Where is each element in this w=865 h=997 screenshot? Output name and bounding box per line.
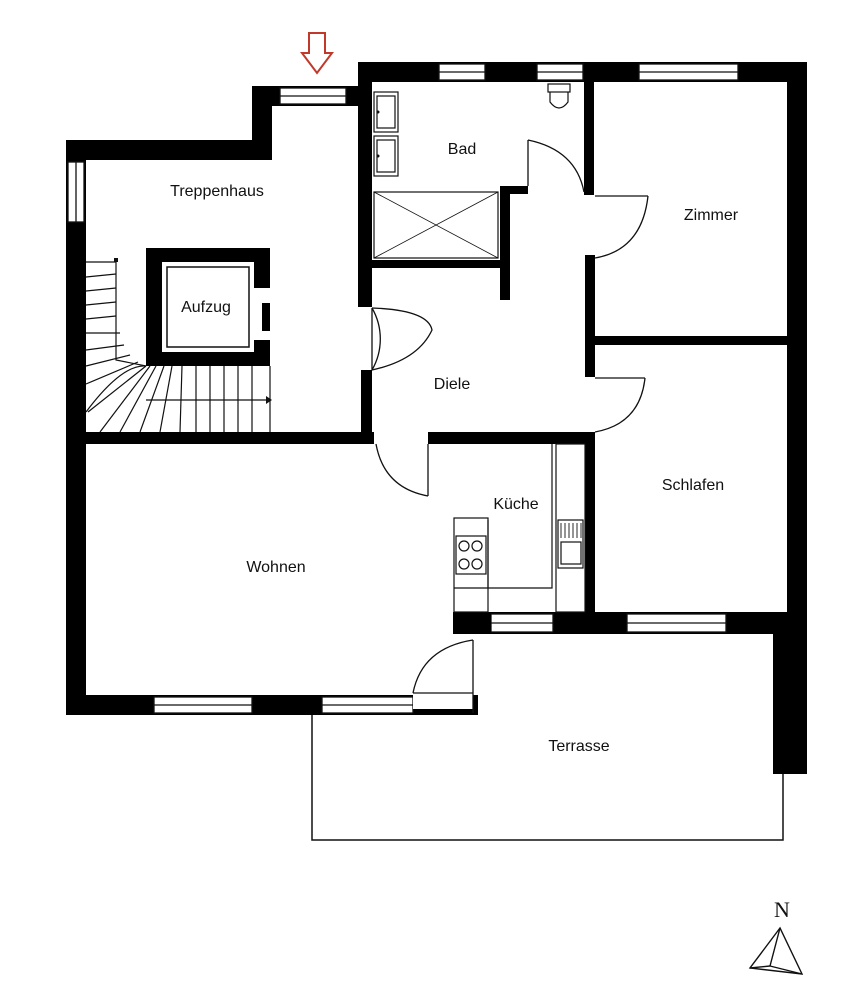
stair-step-13: [159, 365, 173, 433]
burner-3: [458, 558, 470, 570]
terrace-outline: [311, 715, 784, 841]
walls: [66, 62, 807, 774]
room-label-zimmer: Zimmer: [684, 207, 739, 224]
wall-stair-diele: [361, 370, 372, 440]
room-label-aufzug: Aufzug: [181, 299, 231, 316]
wall-bad-bottom: [372, 260, 502, 268]
windows: [67, 63, 739, 714]
kitchen-counter-south: [487, 444, 553, 589]
door-bad-arc: [527, 139, 585, 193]
washbasin-2-bowl: [376, 139, 396, 173]
stair-step-3: [85, 301, 117, 306]
west-wall: [66, 140, 86, 705]
wall-bad-east-lower: [500, 186, 510, 300]
burner-1: [458, 540, 470, 552]
doors: [371, 139, 649, 694]
compass-base-left: [749, 965, 771, 969]
wall-stair-bad: [358, 62, 372, 307]
terrace-door-opening: [413, 693, 473, 709]
door-diele-swing: [371, 307, 433, 371]
east-wall: [787, 62, 807, 774]
stair-step-11: [119, 365, 157, 433]
elevator-cabin: [166, 266, 250, 348]
stair-step-1: [85, 273, 117, 278]
washbasin-1-drain: [376, 110, 380, 114]
shower: [373, 191, 499, 259]
compass-north-icon: [748, 926, 804, 975]
stair-step-14: [179, 365, 183, 433]
room-label-diele: Diele: [434, 376, 471, 393]
washbasin-1: [373, 91, 399, 133]
stair-walkline-curve: [85, 365, 147, 413]
room-label-treppenhaus: Treppenhaus: [170, 183, 264, 200]
staircase: [85, 261, 271, 433]
elevator-door-jamb: [262, 303, 270, 331]
stair-step-4: [85, 315, 117, 320]
door-schlafen-arc: [594, 377, 646, 433]
stove-burners: [458, 540, 483, 570]
kitchen-sink: [557, 519, 584, 569]
shower-diag-2: [373, 191, 499, 259]
kueche-corner-block: [453, 612, 491, 634]
wall-diele-kueche: [428, 432, 593, 444]
stair-step-12: [139, 365, 165, 433]
room-label-schlafen: Schlafen: [662, 477, 724, 494]
stair-step-2: [85, 287, 117, 292]
washbasin-2: [373, 135, 399, 177]
toilet-bowl: [549, 92, 569, 109]
stair-step-7: [85, 354, 131, 367]
burner-4: [471, 558, 483, 570]
room-label-bad: Bad: [448, 141, 476, 158]
room-label-terrasse: Terrasse: [548, 738, 609, 755]
kitchen-fixtures: [453, 443, 586, 613]
wall-zimmer-schlafen: [595, 336, 787, 345]
kitchen-counter-east: [555, 443, 586, 613]
washbasin-2-drain: [376, 154, 380, 158]
door-zimmer-arc: [594, 195, 649, 259]
stair-step-8: [85, 361, 139, 385]
north-wall-stair: [66, 140, 271, 160]
burner-2: [471, 540, 483, 552]
compass-inner-line: [769, 927, 781, 967]
bathroom-fixtures: [373, 83, 571, 259]
door-wohnen-arc: [375, 443, 429, 497]
compass-north-label: N: [774, 897, 790, 922]
kitchen-stove: [455, 535, 487, 575]
entrance-arrow-icon: [300, 32, 334, 75]
compass-triangle: [748, 926, 804, 975]
door-diele-arc: [371, 307, 381, 371]
east-wall-terrace: [773, 612, 807, 774]
washbasin-1-bowl: [376, 95, 396, 129]
toilet-tank: [547, 83, 571, 93]
wall-stair-wohnen: [86, 432, 374, 444]
room-label-kueche: Küche: [493, 496, 538, 513]
wall-diele-zimmer: [585, 255, 595, 377]
stair-step-10: [99, 365, 151, 433]
kitchen-sink-basin: [560, 541, 582, 565]
wall-kueche-schlafen: [585, 432, 595, 612]
stair-direction-arrow-icon: [266, 396, 272, 404]
stair-upper-rail: [86, 261, 117, 330]
wall-bad-zimmer: [584, 62, 594, 195]
door-terrace-arc: [412, 639, 474, 694]
stair-corner: [115, 330, 147, 367]
stair-step-6: [85, 344, 125, 351]
wall-bad-stub: [500, 186, 528, 194]
sink-drainboard: [560, 523, 582, 538]
stair-post: [114, 258, 118, 262]
room-label-wohnen: Wohnen: [246, 559, 305, 576]
compass-base-right: [769, 965, 803, 975]
stair-step-9: [87, 365, 147, 413]
